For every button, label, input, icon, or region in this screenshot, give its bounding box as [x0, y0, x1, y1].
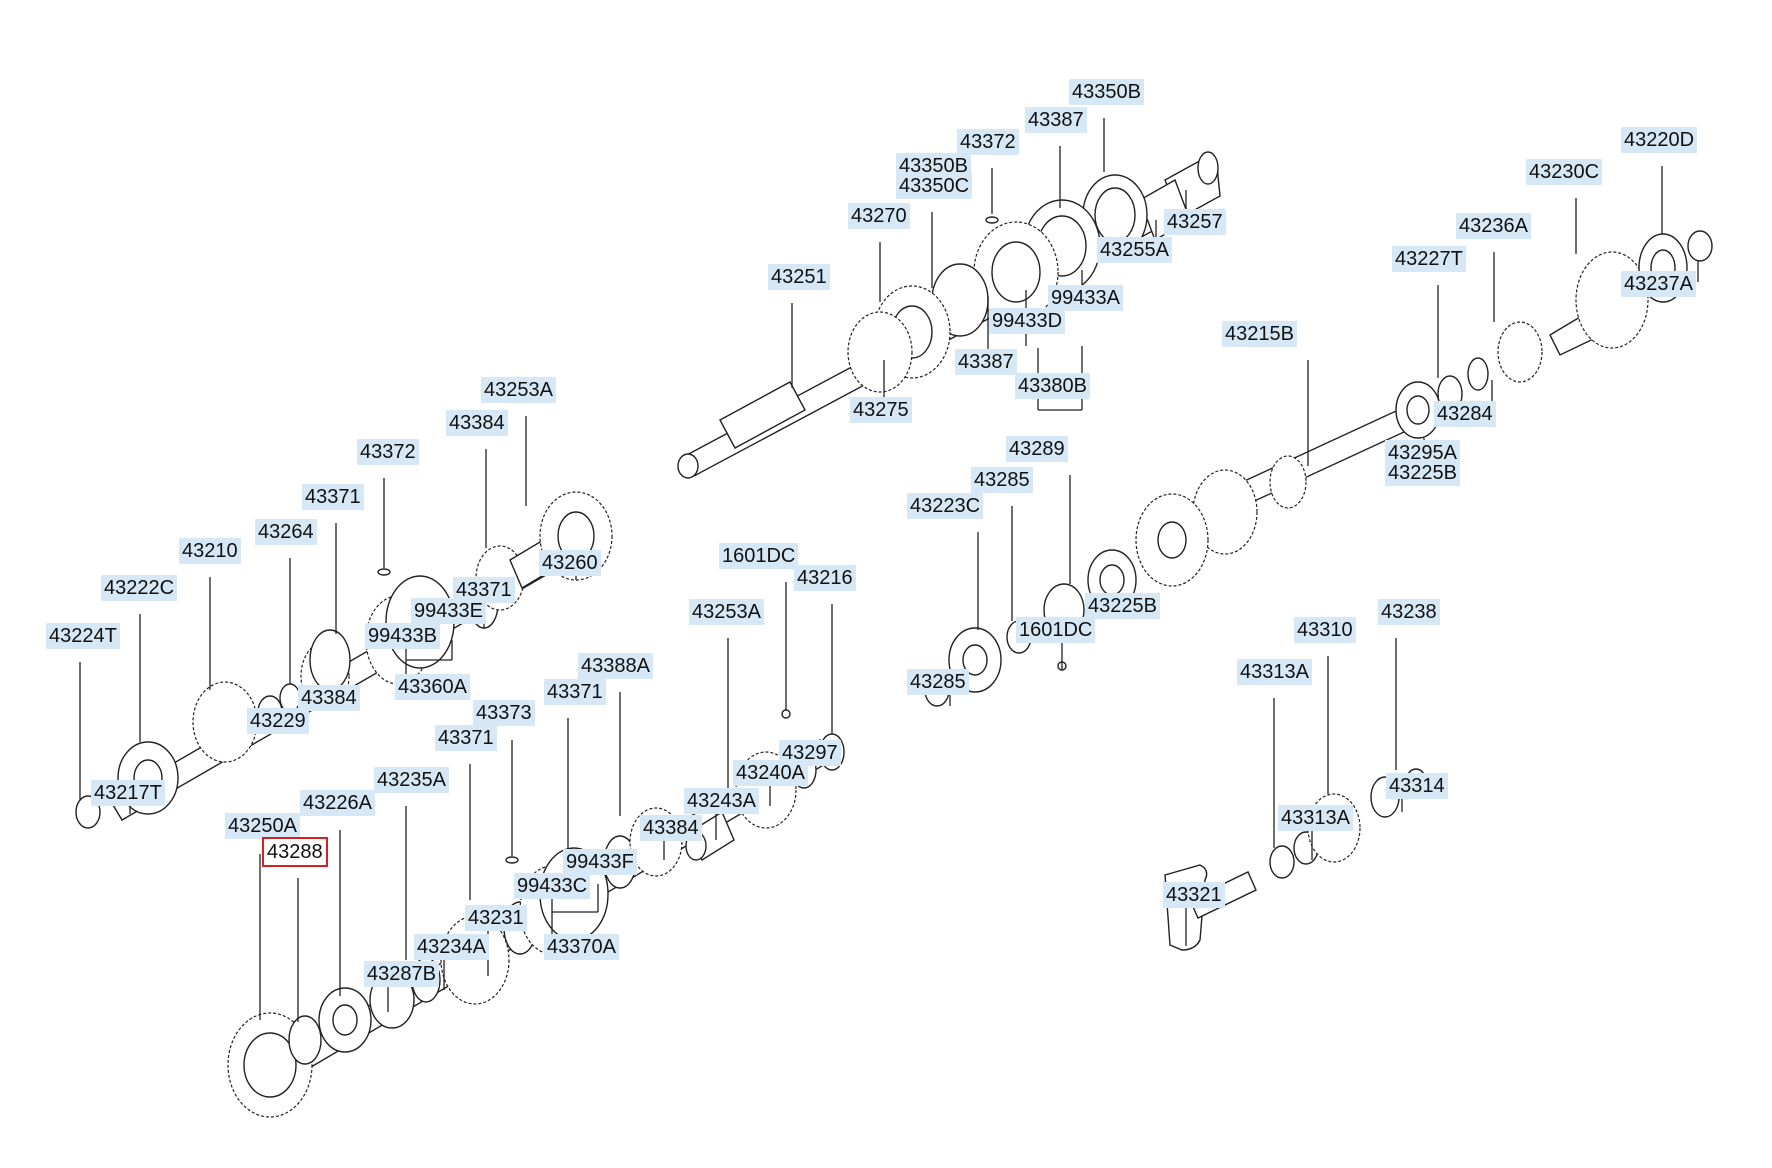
part-callout-43284[interactable]: 43284 — [1434, 401, 1496, 427]
part-callout-43253a[interactable]: 43253A — [481, 377, 556, 403]
part-callout-43372[interactable]: 43372 — [357, 439, 419, 465]
part-callout-43230c[interactable]: 43230C — [1526, 159, 1603, 185]
part-callout-1601dc[interactable]: 1601DC — [1016, 617, 1096, 643]
counter-gear-front-hub — [1157, 521, 1187, 559]
nut-43237A — [1687, 230, 1713, 262]
part-callout-43223c[interactable]: 43223C — [907, 493, 984, 519]
part-callout-43387[interactable]: 43387 — [955, 349, 1017, 375]
plug-1601DC-top — [781, 709, 791, 719]
part-callout-43229[interactable]: 43229 — [247, 708, 309, 734]
part-callout-43275[interactable]: 43275 — [850, 397, 912, 423]
part-callout-43288[interactable]: 43288 — [262, 837, 328, 867]
part-callout-99433a[interactable]: 99433A — [1048, 285, 1123, 311]
part-callout-43250a[interactable]: 43250A — [225, 813, 300, 839]
part-callout-99433c[interactable]: 99433C — [514, 873, 591, 899]
part-callout-99433e[interactable]: 99433E — [411, 598, 486, 624]
part-callout-43235a[interactable]: 43235A — [374, 767, 449, 793]
part-callout-43237a[interactable]: 43237A — [1621, 271, 1696, 297]
part-callout-43260[interactable]: 43260 — [539, 550, 601, 576]
part-callout-99433d[interactable]: 99433D — [989, 308, 1066, 334]
key-43373 — [505, 856, 519, 864]
output-shaft-cap — [1197, 151, 1219, 185]
part-callout-43255a[interactable]: 43255A — [1097, 237, 1172, 263]
part-callout-43321[interactable]: 43321 — [1163, 882, 1225, 908]
part-callout-43310[interactable]: 43310 — [1294, 617, 1356, 643]
part-callout-43216[interactable]: 43216 — [794, 565, 856, 591]
part-callout-43372[interactable]: 43372 — [957, 129, 1019, 155]
part-callout-43287b[interactable]: 43287B — [364, 961, 439, 987]
part-callout-43231[interactable]: 43231 — [465, 905, 527, 931]
part-callout-43314[interactable]: 43314 — [1386, 773, 1448, 799]
part-callout-43350b[interactable]: 43350B — [1069, 79, 1144, 105]
part-callout-43227t[interactable]: 43227T — [1392, 246, 1466, 272]
gear-43236A — [1497, 321, 1543, 383]
part-callout-43270[interactable]: 43270 — [848, 203, 910, 229]
part-callout-43217t[interactable]: 43217T — [91, 780, 165, 806]
part-callout-43264[interactable]: 43264 — [255, 519, 317, 545]
gear-43230C — [1575, 251, 1649, 349]
gear-43250A-hub — [243, 1032, 297, 1098]
part-callout-43371[interactable]: 43371 — [435, 725, 497, 751]
part-callout-43226a[interactable]: 43226A — [300, 790, 375, 816]
part-callout-43253a[interactable]: 43253A — [689, 599, 764, 625]
key-43372-mid — [377, 568, 391, 576]
part-callout-43384[interactable]: 43384 — [640, 815, 702, 841]
ring-43288 — [288, 1015, 322, 1065]
bearing-43295A-inner — [1406, 395, 1430, 425]
gear-43215B — [1269, 455, 1307, 509]
shaft-spline-front — [719, 381, 806, 449]
part-callout-99433b[interactable]: 99433B — [365, 623, 440, 649]
part-callout-43210[interactable]: 43210 — [179, 538, 241, 564]
part-callout-43370a[interactable]: 43370A — [544, 934, 619, 960]
washer-43284 — [1467, 357, 1489, 391]
part-callout-43243a[interactable]: 43243A — [684, 788, 759, 814]
part-callout-43225b[interactable]: 43225B — [1085, 593, 1160, 619]
bearing-43226A-inner — [332, 1004, 358, 1036]
bearing-43313A-a — [1269, 845, 1295, 879]
spring-43371-a — [309, 629, 351, 691]
part-callout-43222c[interactable]: 43222C — [101, 575, 178, 601]
main-shaft-end — [677, 453, 699, 479]
part-callout-43220d[interactable]: 43220D — [1621, 127, 1698, 153]
part-callout-43380b[interactable]: 43380B — [1015, 373, 1090, 399]
part-callout-43360a[interactable]: 43360A — [395, 674, 470, 700]
part-callout-43384[interactable]: 43384 — [446, 410, 508, 436]
part-callout-1601dc[interactable]: 1601DC — [719, 543, 799, 569]
part-callout-43384[interactable]: 43384 — [298, 685, 360, 711]
part-callout-43313a[interactable]: 43313A — [1278, 805, 1353, 831]
part-callout-43285[interactable]: 43285 — [971, 467, 1033, 493]
synchro-ring-top-inner — [1094, 187, 1136, 243]
main-shaft-assembly — [677, 151, 1221, 479]
part-callout-43285[interactable]: 43285 — [907, 669, 969, 695]
part-callout-43234a[interactable]: 43234A — [414, 934, 489, 960]
part-callout-43257[interactable]: 43257 — [1164, 209, 1226, 235]
part-callout-43371[interactable]: 43371 — [302, 484, 364, 510]
part-callout-99433f[interactable]: 99433F — [563, 849, 637, 875]
part-callout-43350c[interactable]: 43350C — [896, 173, 973, 199]
part-callout-43387[interactable]: 43387 — [1025, 107, 1087, 133]
input-shaft-assembly — [75, 491, 613, 829]
part-callout-43224t[interactable]: 43224T — [46, 623, 120, 649]
part-callout-43251[interactable]: 43251 — [768, 264, 830, 290]
part-callout-43236a[interactable]: 43236A — [1456, 213, 1531, 239]
part-callout-43313a[interactable]: 43313A — [1237, 659, 1312, 685]
part-callout-43215b[interactable]: 43215B — [1222, 321, 1297, 347]
part-callout-43238[interactable]: 43238 — [1378, 599, 1440, 625]
gear-43275 — [847, 311, 913, 393]
gear-43387-hub — [991, 241, 1041, 303]
part-callout-43289[interactable]: 43289 — [1006, 436, 1068, 462]
key-43372 — [985, 216, 999, 224]
part-callout-43225b[interactable]: 43225B — [1385, 460, 1460, 486]
bearing-43225B-inner — [1099, 564, 1125, 596]
part-callout-43240a[interactable]: 43240A — [733, 760, 808, 786]
part-callout-43388a[interactable]: 43388A — [578, 653, 653, 679]
bearing-43223C-inner — [962, 644, 988, 676]
part-callout-43373[interactable]: 43373 — [473, 700, 535, 726]
part-callout-43371[interactable]: 43371 — [544, 679, 606, 705]
